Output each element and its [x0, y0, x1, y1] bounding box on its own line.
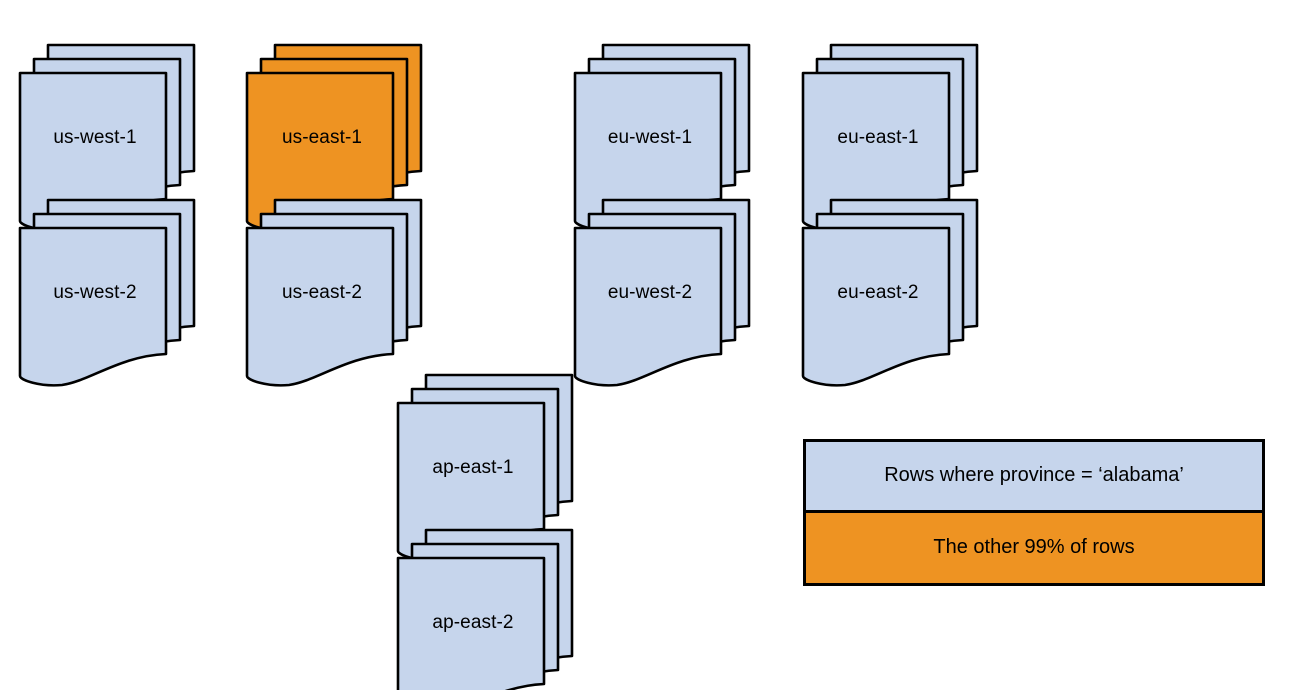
- legend: Rows where province = ‘alabama’ The othe…: [803, 439, 1265, 586]
- region-stack-ap-east-2[interactable]: ap-east-2: [396, 528, 608, 690]
- document-sheet-icon: [573, 226, 723, 387]
- region-stack-ap-east-1[interactable]: ap-east-1: [396, 373, 608, 562]
- region-stack-sheets-eu-east-2: [801, 198, 979, 387]
- region-stack-us-west-1[interactable]: us-west-1: [18, 43, 230, 232]
- document-sheet-icon: [801, 226, 951, 387]
- region-stack-sheets-ap-east-1: [396, 373, 574, 562]
- region-stack-us-east-2[interactable]: us-east-2: [245, 198, 457, 387]
- document-sheet-icon: [18, 226, 168, 387]
- region-stack-sheets-us-east-1: [245, 43, 423, 232]
- region-stack-sheets-us-east-2: [245, 198, 423, 387]
- document-sheet-icon: [396, 556, 546, 690]
- region-stack-eu-west-1[interactable]: eu-west-1: [573, 43, 785, 232]
- region-stack-us-west-2[interactable]: us-west-2: [18, 198, 230, 387]
- region-stack-sheets-us-west-1: [18, 43, 196, 232]
- legend-item-other-rows: The other 99% of rows: [806, 512, 1262, 583]
- region-stack-sheets-ap-east-2: [396, 528, 574, 690]
- region-stack-eu-east-2[interactable]: eu-east-2: [801, 198, 1013, 387]
- region-stack-sheets-eu-east-1: [801, 43, 979, 232]
- region-stack-eu-west-2[interactable]: eu-west-2: [573, 198, 785, 387]
- legend-item-alabama-rows: Rows where province = ‘alabama’: [806, 442, 1262, 513]
- region-stack-sheets-eu-west-1: [573, 43, 751, 232]
- region-stack-sheets-us-west-2: [18, 198, 196, 387]
- region-stack-eu-east-1[interactable]: eu-east-1: [801, 43, 1013, 232]
- region-stack-us-east-1[interactable]: us-east-1: [245, 43, 457, 232]
- region-stack-sheets-eu-west-2: [573, 198, 751, 387]
- document-sheet-icon: [245, 226, 395, 387]
